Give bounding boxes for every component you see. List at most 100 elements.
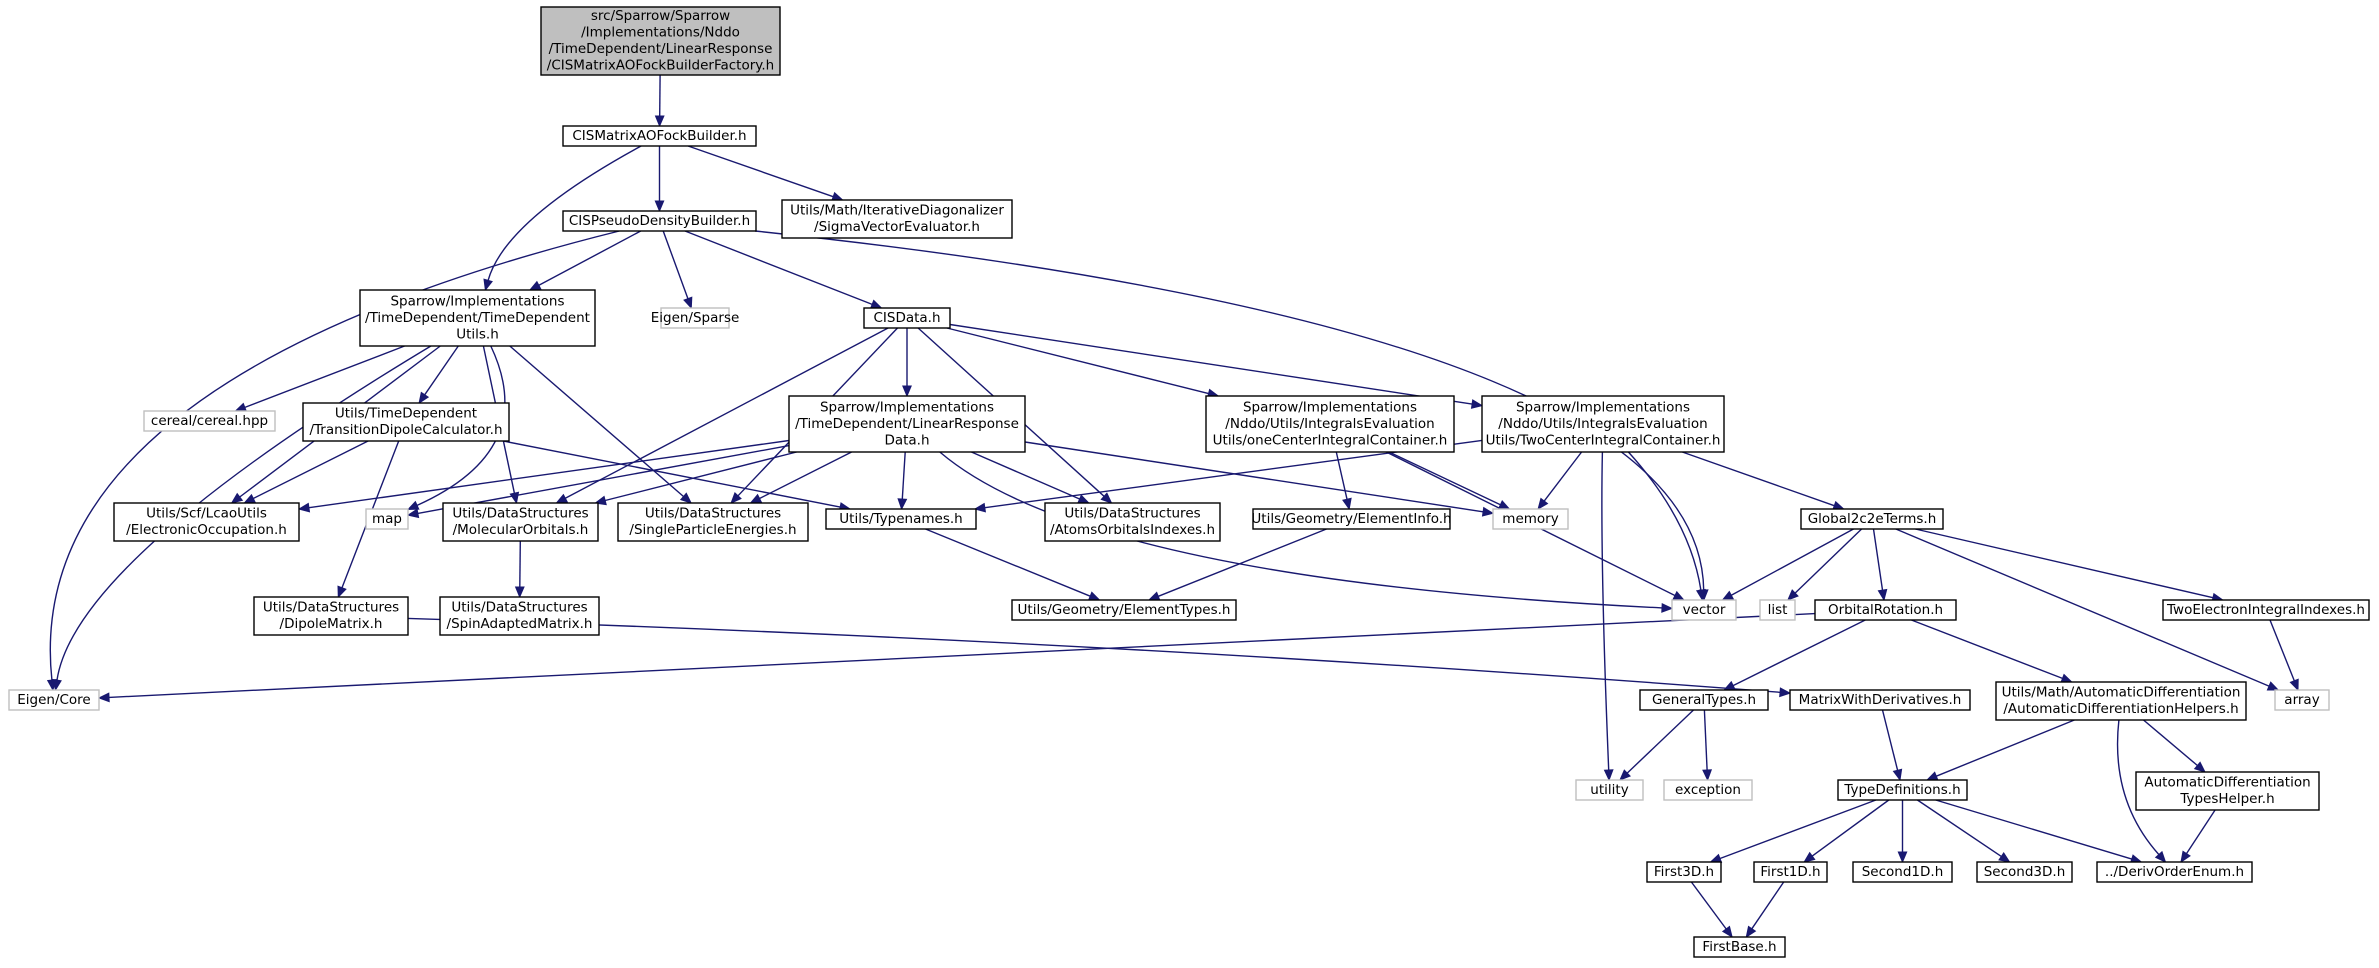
edge-line (1024, 441, 1484, 513)
node-label-line: /AtomsOrbitalsIndexes.h (1050, 522, 1215, 538)
edge-global2c2eterms-to-twoelectronintegralindexes (1915, 528, 2224, 603)
node-generaltypes[interactable]: GeneralTypes.h (1639, 689, 1769, 711)
arrowhead-icon (406, 508, 420, 519)
node-firstbase[interactable]: FirstBase.h (1693, 936, 1786, 958)
arrowhead-icon (1537, 497, 1549, 511)
node-second1d[interactable]: Second1D.h (1852, 861, 1953, 883)
edge-line (564, 327, 889, 499)
node-box (1671, 599, 1737, 621)
arrowhead-icon (1100, 492, 1113, 504)
node-label-line: Sparrow/Implementations (1243, 400, 1417, 416)
edge-autodiffhelpers-to-derivorderenum (2116, 719, 2167, 863)
edge-line (1751, 881, 1785, 930)
node-singleparticleenergies[interactable]: Utils/DataStructures/SingleParticleEnerg… (617, 502, 809, 542)
node-cispseudodensitybuilder[interactable]: CISPseudoDensityBuilder.h (562, 210, 757, 232)
edge-typedefinitions-to-second1d (1897, 800, 1908, 864)
edge-line (1730, 528, 1854, 596)
node-first1d[interactable]: First1D.h (1753, 861, 1828, 883)
node-derivorderenum[interactable]: ../DerivOrderEnum.h (2096, 861, 2253, 883)
edge-line (971, 451, 1080, 500)
edge-line (759, 451, 852, 500)
edge-timedependentutils-to-cereal (234, 345, 405, 412)
node-label-line: /TimeDependent/LinearResponse (795, 416, 1019, 432)
node-label-line: /Nddo/Utils/IntegralsEvaluation (1498, 416, 1707, 432)
edge-molecularorbitals-to-spinadaptedmatrix (514, 540, 525, 599)
node-label-line: map (372, 511, 402, 527)
edge-global2c2eterms-to-list (1786, 528, 1863, 601)
node-box (2096, 861, 2253, 883)
node-label-line: Second3D.h (1984, 864, 2066, 880)
node-sigmavectorevaluator[interactable]: Utils/Math/IterativeDiagonalizer/SigmaVe… (781, 199, 1013, 239)
node-label-line: /TransitionDipoleCalculator.h (309, 422, 502, 438)
node-label-line: src/Sparrow/Sparrow (591, 8, 730, 24)
node-elementtypes[interactable]: Utils/Geometry/ElementTypes.h (1011, 599, 1237, 621)
edge-typedefinitions-to-derivorderenum (1935, 799, 2143, 864)
node-label-line: ../DerivOrderEnum.h (2105, 864, 2244, 880)
edge-line (407, 617, 1781, 693)
node-label-line: TypesHelper.h (2179, 791, 2274, 807)
arrowhead-icon (1998, 851, 2011, 863)
node-cismatrixaofockbuilder[interactable]: CISMatrixAOFockBuilder.h (562, 125, 757, 147)
node-global2c2eterms[interactable]: Global2c2eTerms.h (1800, 508, 1944, 530)
node-label-line: array (2284, 692, 2319, 708)
arrowhead-icon (1779, 687, 1792, 698)
node-label-line: Utils.h (456, 327, 499, 343)
node-onecenterintegralcontainer[interactable]: Sparrow/Implementations/Nddo/Utils/Integ… (1205, 395, 1455, 453)
node-label-line: /DipoleMatrix.h (280, 616, 383, 632)
arrowhead-icon (869, 299, 883, 309)
node-spinadaptedmatrix[interactable]: Utils/DataStructures/SpinAdaptedMatrix.h (439, 596, 600, 636)
node-transitiondipolecalculator[interactable]: Utils/TimeDependent/TransitionDipoleCalc… (302, 402, 510, 442)
node-timedependentutils[interactable]: Sparrow/Implementations/TimeDependent/Ti… (359, 289, 596, 347)
node-label-line: Utils/DataStructures (645, 506, 781, 522)
node-second3d[interactable]: Second3D.h (1976, 861, 2073, 883)
node-eigencore: Eigen/Core (8, 689, 100, 711)
node-autodiffhelpers[interactable]: Utils/Math/AutomaticDifferentiation/Auto… (1995, 681, 2247, 721)
node-label-line: Sparrow/Implementations (390, 294, 564, 310)
node-dipolematrix[interactable]: Utils/DataStructures/DipoleMatrix.h (253, 596, 409, 636)
node-molecularorbitals[interactable]: Utils/DataStructures/MolecularOrbitals.h (442, 502, 599, 542)
node-box (1575, 779, 1644, 801)
node-cisdata[interactable]: CISData.h (863, 307, 951, 329)
arrowhead-icon (1877, 588, 1888, 602)
node-box (359, 289, 596, 347)
node-box (1646, 861, 1722, 883)
node-linearresponsedata[interactable]: Sparrow/Implementations/TimeDependent/Li… (788, 395, 1026, 453)
node-first3d[interactable]: First3D.h (1646, 861, 1722, 883)
node-box (1205, 395, 1455, 453)
node-label-line: MatrixWithDerivatives.h (1799, 692, 1962, 708)
node-electronicoccupation[interactable]: Utils/Scf/LcaoUtils/ElectronicOccupation… (113, 502, 300, 542)
node-box (1639, 689, 1769, 711)
edge-line (2269, 619, 2295, 681)
arrowhead-icon (297, 502, 311, 513)
node-twocenterintegralcontainer[interactable]: Sparrow/Implementations/Nddo/Utils/Integ… (1481, 395, 1725, 453)
node-label-line: AutomaticDifferentiation (2144, 775, 2310, 791)
arrowhead-icon (1481, 506, 1495, 517)
node-typedefinitions[interactable]: TypeDefinitions.h (1837, 779, 1968, 801)
edge-line (509, 345, 684, 498)
node-label-line: Utils/TimeDependent (335, 406, 477, 422)
node-root[interactable]: src/Sparrow/Sparrow/Implementations/Nddo… (540, 6, 781, 76)
arrowhead-icon (1342, 497, 1352, 511)
edge-line (252, 440, 369, 500)
arrowhead-icon (1695, 588, 1706, 602)
arrowhead-icon (1786, 589, 1799, 601)
node-twoelectronintegralindexes[interactable]: TwoElectronIntegralIndexes.h (2162, 599, 2370, 621)
node-label-line: cereal/cereal.hpp (151, 413, 268, 429)
node-matrixwithderivatives[interactable]: MatrixWithDerivatives.h (1789, 689, 1971, 711)
node-orbitalrotation[interactable]: OrbitalRotation.h (1814, 599, 1957, 621)
node-atomsorbitalsindexes[interactable]: Utils/DataStructures/AtomsOrbitalsIndexe… (1044, 502, 1221, 542)
node-vector: vector (1671, 599, 1737, 621)
arrowhead-icon (2266, 681, 2280, 691)
node-typenames[interactable]: Utils/Typenames.h (825, 508, 977, 530)
edge-global2c2eterms-to-array (1895, 528, 2280, 691)
node-label-line: /SpinAdaptedMatrix.h (447, 616, 593, 632)
node-box (1044, 502, 1221, 542)
edge-line (1917, 799, 2002, 857)
node-elementinfo[interactable]: Utils/Geometry/ElementInfo.h (1251, 508, 1452, 530)
arrowhead-icon (1661, 603, 1674, 613)
node-label-line: Second1D.h (1862, 864, 1944, 880)
arrowhead-icon (902, 385, 912, 398)
edge-line (1895, 528, 2270, 687)
node-label-line: list (1768, 602, 1788, 618)
